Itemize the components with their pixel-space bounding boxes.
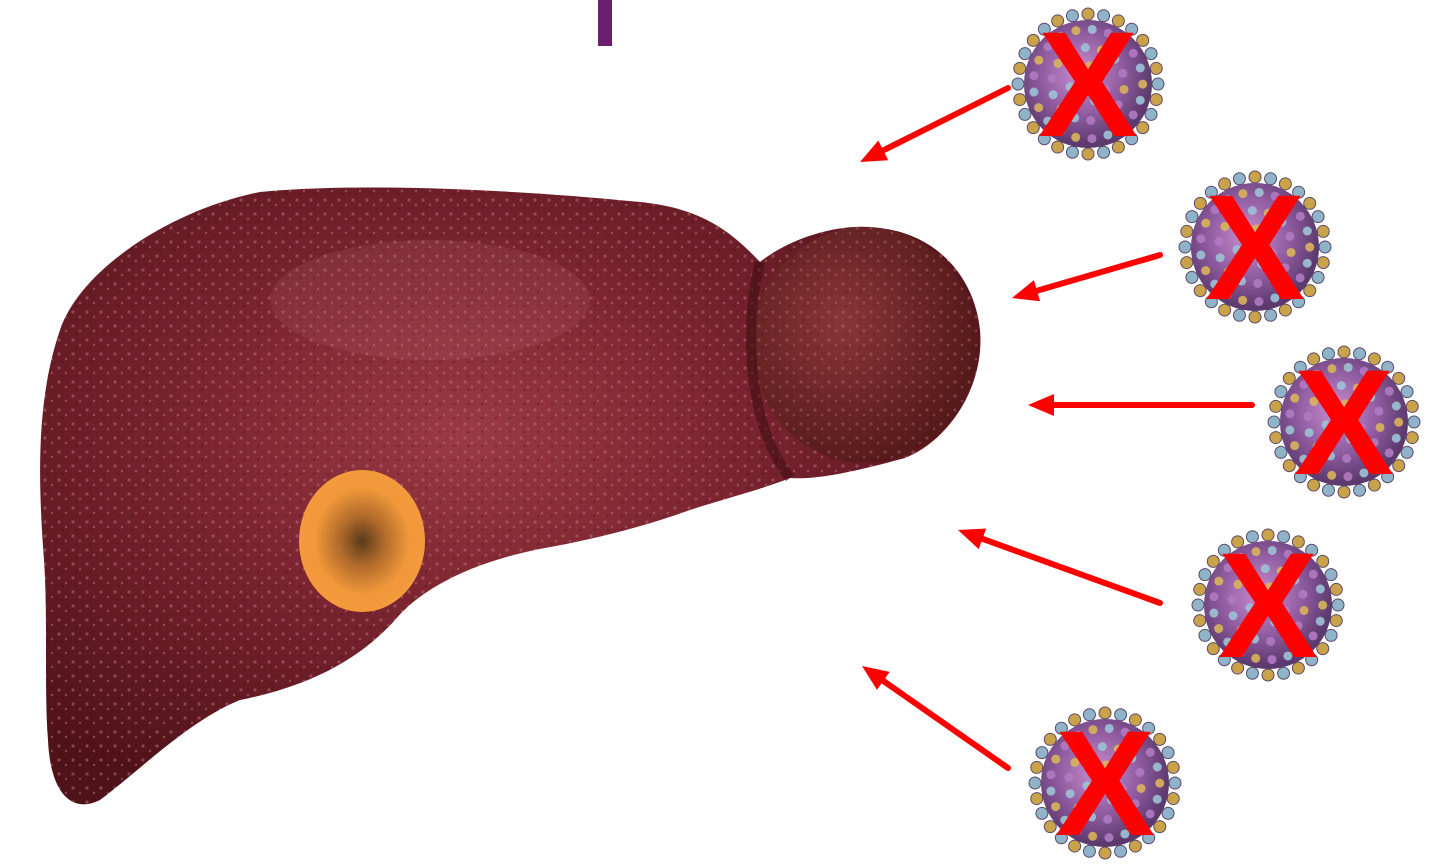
arrow-icon <box>862 666 1008 768</box>
arrow-icon <box>1028 394 1252 416</box>
virus-x-mark: X <box>1205 163 1305 331</box>
virus-x-mark: X <box>1218 521 1318 689</box>
arrow-icon <box>1012 255 1160 301</box>
viruses: XXXXX <box>1012 0 1420 865</box>
tumor-spot-icon <box>299 470 425 612</box>
virus-x-mark: X <box>1038 0 1138 168</box>
virus-x-mark: X <box>1055 699 1155 865</box>
liver-icon <box>40 187 980 804</box>
arrow-icon <box>958 528 1160 603</box>
virus-x-mark: X <box>1294 338 1394 506</box>
arrow-icon <box>860 88 1008 162</box>
